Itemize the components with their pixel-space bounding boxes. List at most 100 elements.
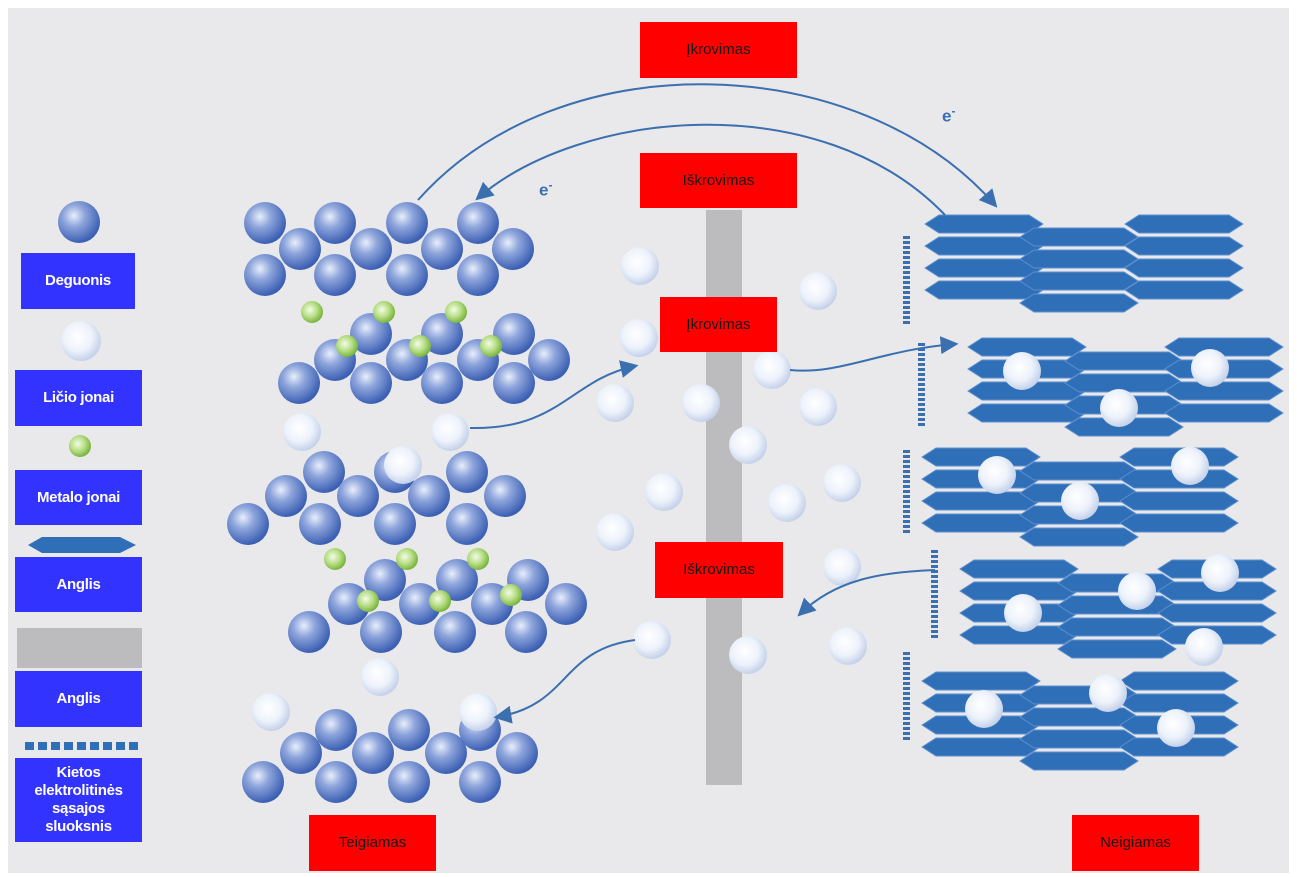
sei-dash: [903, 687, 910, 690]
oxygen-sphere: [350, 362, 392, 404]
lithium-ion-sphere: [459, 693, 497, 731]
discharge-ion-arrow-right: [797, 569, 936, 617]
sei-dash: [931, 605, 938, 608]
metal-ion-sphere: [445, 301, 467, 323]
sei-dash: [931, 570, 938, 573]
sei-dash: [903, 505, 910, 508]
sei-dash: [903, 251, 910, 254]
sei-layer-marks: [903, 236, 938, 740]
oxygen-sphere: [421, 362, 463, 404]
lithium-ion-sphere: [1185, 628, 1223, 666]
sei-dash: [903, 286, 910, 289]
oxygen-sphere: [457, 254, 499, 296]
electron-charge: -: [548, 178, 553, 192]
sei-legend-dash: [90, 742, 99, 750]
lithium-ion-sphere: [361, 658, 399, 696]
metal-ion-sphere: [357, 590, 379, 612]
oxygen-sphere: [492, 228, 534, 270]
metal-ion-sphere: [429, 590, 451, 612]
lithium-ion-sphere: [431, 413, 469, 451]
sei-dash: [918, 418, 925, 421]
sei-dash: [903, 241, 910, 244]
sei-dash: [931, 630, 938, 633]
oxygen-sphere: [244, 202, 286, 244]
sei-dash: [918, 378, 925, 381]
oxygen-sphere: [436, 559, 478, 601]
graphite-plate: [1019, 227, 1139, 247]
sei-dash: [918, 358, 925, 361]
sei-dash: [918, 363, 925, 366]
sei-dash: [903, 316, 910, 319]
oxygen-sphere: [227, 503, 269, 545]
sei-dash: [903, 732, 910, 735]
sei-dash: [931, 580, 938, 583]
sei-dash: [903, 480, 910, 483]
discharge-electron-arrow: [475, 123, 946, 216]
oxygen-sphere: [288, 611, 330, 653]
graphite-plate: [1164, 381, 1284, 401]
sei-dash: [918, 373, 925, 376]
sei-dash: [903, 465, 910, 468]
lithium-ion-sphere: [823, 464, 861, 502]
separator-legend-icon: [17, 628, 142, 668]
oxygen-sphere: [337, 475, 379, 517]
oxygen-sphere: [421, 313, 463, 355]
legend-carbon-label: Anglis: [15, 557, 142, 612]
sei-dash: [903, 682, 910, 685]
lithium-ion-sphere: [729, 426, 767, 464]
graphite-plate: [1019, 527, 1139, 547]
oxygen-sphere: [364, 559, 406, 601]
sei-dash: [903, 236, 910, 239]
discharging-label-top: Iškrovimas: [640, 153, 797, 208]
oxygen-sphere: [278, 362, 320, 404]
sei-dash: [903, 261, 910, 264]
sei-dash: [903, 321, 910, 324]
oxygen-sphere: [314, 202, 356, 244]
sei-dash: [903, 500, 910, 503]
sei-dash: [903, 306, 910, 309]
lithium-ion-sphere: [621, 247, 659, 285]
oxygen-sphere: [328, 583, 370, 625]
sei-dash: [903, 256, 910, 259]
lithium-ion-sphere: [768, 484, 806, 522]
discharge-ion-arrow-left: [493, 639, 636, 724]
metal-ion-sphere: [467, 548, 489, 570]
sei-dash: [903, 515, 910, 518]
sei-dash: [903, 520, 910, 523]
sei-dash: [903, 490, 910, 493]
sei-legend-dash: [25, 742, 34, 750]
sei-dash: [931, 620, 938, 623]
oxygen-sphere: [388, 761, 430, 803]
lithium-ion-sphere: [1003, 352, 1041, 390]
sei-dash: [931, 575, 938, 578]
lithium-ion-sphere: [620, 319, 658, 357]
sei-dash: [918, 348, 925, 351]
graphite-plate: [1124, 236, 1244, 256]
sei-legend-dash: [103, 742, 112, 750]
sei-dash: [918, 408, 925, 411]
graphite-plate: [1057, 573, 1177, 593]
oxygen-sphere: [459, 761, 501, 803]
oxygen-sphere: [350, 313, 392, 355]
oxygen-sphere: [421, 228, 463, 270]
sei-dash: [918, 393, 925, 396]
sei-dash: [903, 291, 910, 294]
oxygen-sphere: [493, 313, 535, 355]
lithium-ion-sphere: [1171, 447, 1209, 485]
lithium-ion-sphere: [252, 693, 290, 731]
sei-dash: [903, 525, 910, 528]
metal-ion-sphere: [396, 548, 418, 570]
metal-ion-sphere: [480, 335, 502, 357]
oxygen-sphere: [408, 475, 450, 517]
legend-metal-label: Metalo jonai: [15, 470, 142, 525]
lithium-ion-sphere: [384, 446, 422, 484]
diagram-background: [8, 8, 1289, 873]
graphite-plate: [1019, 729, 1139, 749]
positive-electrode-label: Teigiamas: [309, 815, 436, 871]
oxygen-sphere: [360, 611, 402, 653]
charge-ion-arrow-right: [789, 336, 959, 372]
sei-dash: [918, 388, 925, 391]
metal-ion-sphere: [336, 335, 358, 357]
oxygen-sphere: [280, 732, 322, 774]
